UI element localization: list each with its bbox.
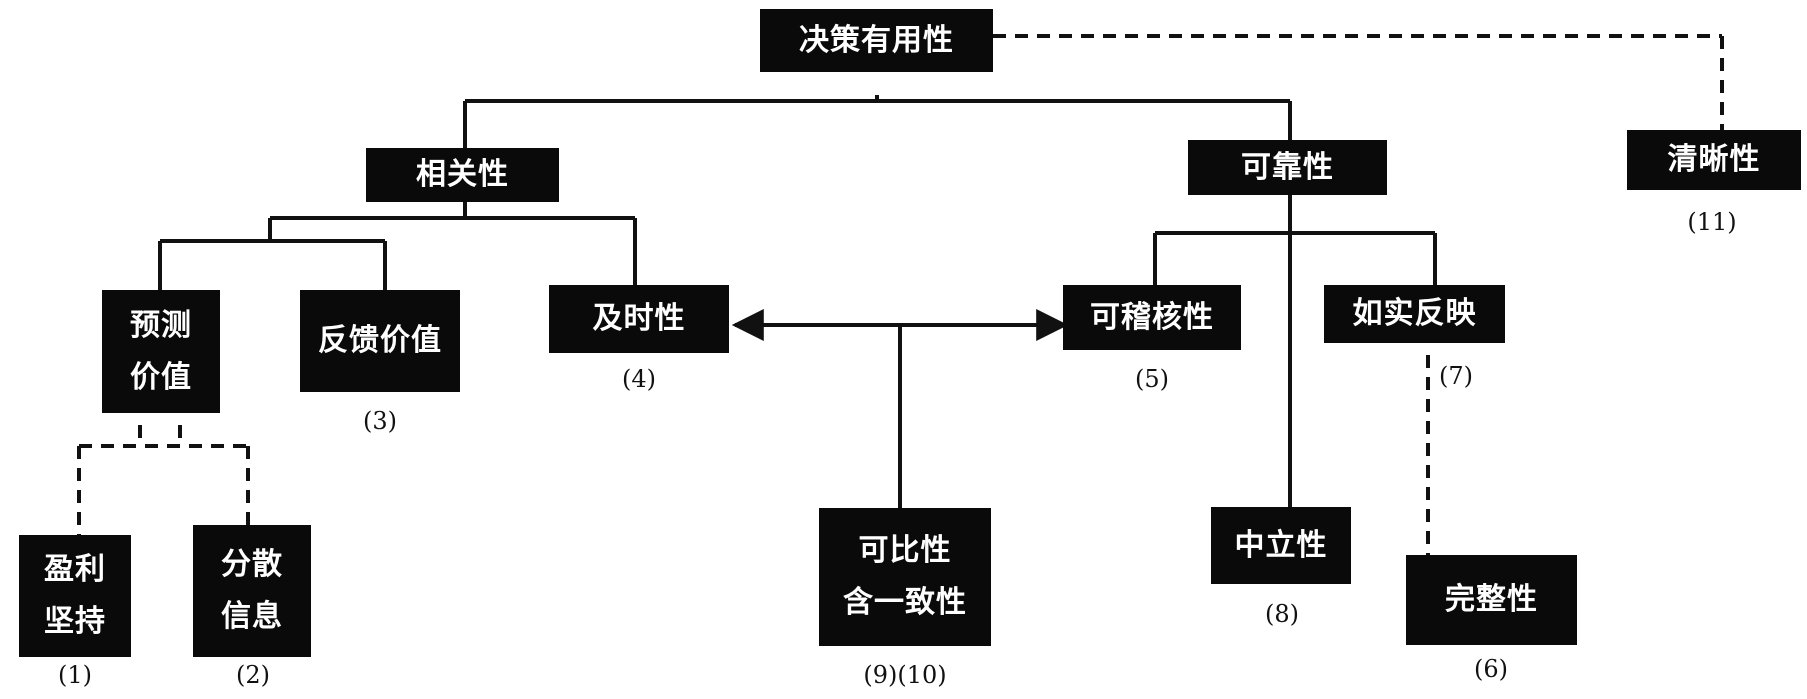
label-5: (5) — [1135, 365, 1169, 393]
label-9-10: (9)(10) — [863, 661, 947, 689]
node-decision-usefulness: 决策有用性 — [760, 9, 993, 72]
label-8: (8) — [1265, 600, 1299, 628]
node-clarity: 清晰性 — [1627, 130, 1801, 190]
label-4: (4) — [622, 365, 656, 393]
node-reliability: 可靠性 — [1188, 140, 1387, 195]
node-verifiability: 可稽核性 — [1063, 285, 1241, 350]
node-disaggregated-info: 分散 信息 — [193, 525, 311, 657]
node-disaggregated-info-line1: 分散 — [221, 547, 283, 582]
node-earnings-persistence-line2: 坚持 — [44, 604, 106, 639]
node-faithful-representation: 如实反映 — [1324, 285, 1505, 343]
node-earnings-persistence: 盈利 坚持 — [19, 535, 131, 657]
node-predictive-value: 预测 价值 — [102, 290, 220, 413]
label-7: (7) — [1439, 362, 1473, 390]
node-feedback-value: 反馈价值 — [300, 290, 460, 392]
label-3: (3) — [363, 407, 397, 435]
node-predictive-value-line2: 价值 — [130, 359, 192, 395]
label-11: (11) — [1687, 208, 1737, 236]
node-timeliness: 及时性 — [549, 285, 729, 353]
label-6: (6) — [1474, 655, 1508, 683]
label-1: (1) — [58, 661, 92, 689]
label-2: (2) — [236, 661, 270, 689]
node-predictive-value-line1: 预测 — [130, 307, 192, 343]
node-neutrality: 中立性 — [1211, 507, 1351, 584]
node-completeness: 完整性 — [1406, 555, 1577, 645]
node-comparability-line1: 可比性 — [858, 533, 952, 568]
node-relevance: 相关性 — [366, 148, 559, 202]
node-disaggregated-info-line2: 信息 — [221, 599, 283, 634]
node-earnings-persistence-line1: 盈利 — [44, 552, 106, 587]
node-comparability-line2: 含一致性 — [843, 585, 967, 620]
node-comparability: 可比性 含一致性 — [819, 508, 991, 646]
